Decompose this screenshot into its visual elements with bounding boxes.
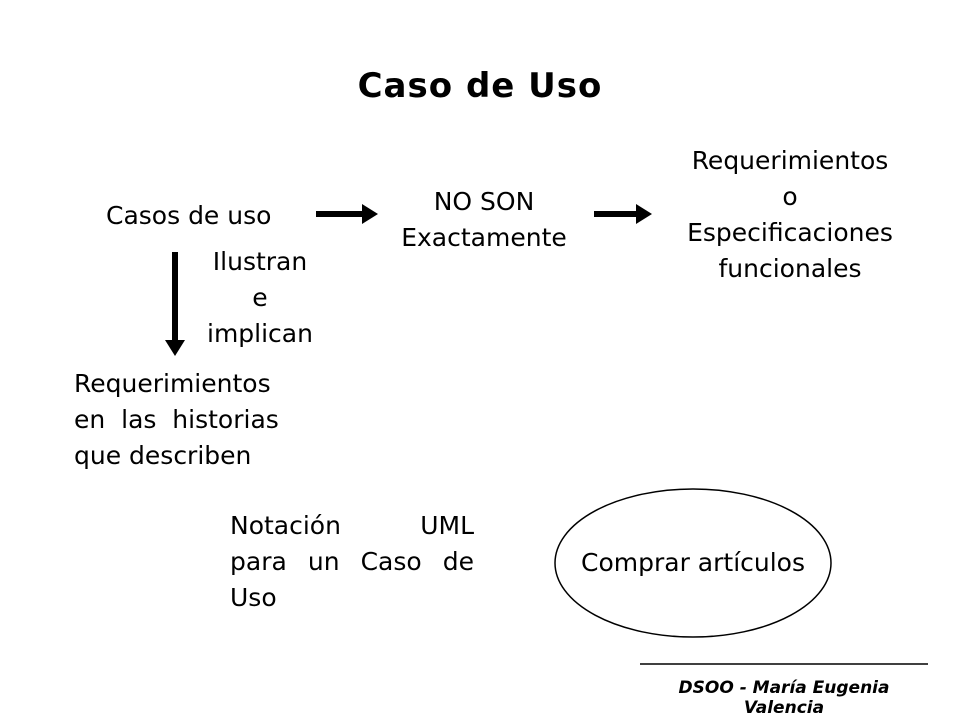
req-hist-line-2: en las historias [74,405,279,434]
notacion-word: de [442,547,474,576]
req-func-line-3: Especificaciones [687,218,893,247]
no-son-line-2: Exactamente [401,223,567,252]
use-case-label: Comprar artículos [581,548,805,577]
notacion-word: para [230,547,287,576]
notacion-word: Caso [360,547,422,576]
notacion-word: un [307,547,340,576]
notacion-word: Notación [230,511,341,540]
req-func-line-2: o [782,182,798,211]
requerimientos-funcionales-label: Requerimientos o Especificaciones funcio… [650,143,930,287]
arrow-noson-to-requerimientos [594,204,652,224]
ilustran-line-3: implican [207,319,313,348]
no-son-label: NO SON Exactamente [380,184,588,256]
footer-line-2: Valencia [743,698,825,718]
req-hist-line-3: que describen [74,441,252,470]
arrow-casos-to-noson [316,204,378,224]
notacion-line-3: Uso [230,583,277,612]
casos-de-uso-label: Casos de uso [106,201,272,230]
req-func-line-4: funcionales [718,254,862,283]
ilustran-label: Ilustran e implican [196,244,324,352]
footer-line-1: DSOO - María Eugenia [678,678,890,698]
ilustran-line-1: Ilustran [212,247,308,276]
notacion-line-2: para un Caso de [230,544,474,580]
footer-author: DSOO - María Eugenia Valencia [640,678,928,718]
no-son-line-1: NO SON [433,187,535,216]
ilustran-line-2: e [252,283,268,312]
slide-title: Caso de Uso [357,66,603,106]
req-func-line-1: Requerimientos [691,146,889,175]
uml-word: UML [420,511,474,540]
req-hist-line-1: Requerimientos [74,369,271,398]
use-case-ellipse [554,488,832,638]
arrow-casos-down [165,252,185,356]
notacion-line-1: Notación UML [230,508,474,544]
notacion-uml-text: Notación UML para un Caso de Uso [230,508,474,616]
requerimientos-historias-label: Requerimientos en las historias que desc… [74,366,279,474]
